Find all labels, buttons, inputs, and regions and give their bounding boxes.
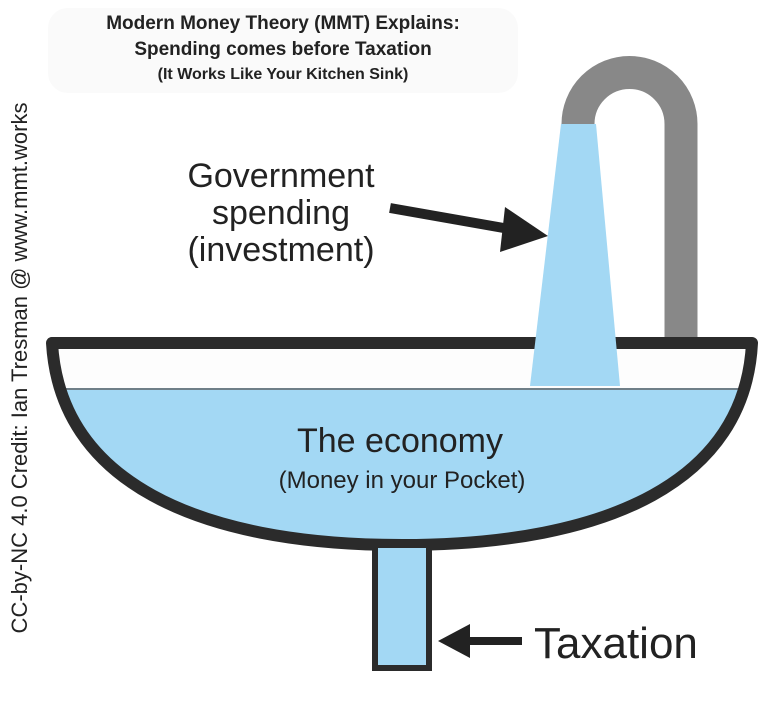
spending-label-line-3: (investment) <box>187 231 374 269</box>
title-line-3: (It Works Like Your Kitchen Sink) <box>158 66 409 83</box>
economy-label: The economy <box>297 422 503 460</box>
taxation-label: Taxation <box>534 619 698 668</box>
taxation-arrow-icon <box>438 624 522 658</box>
title-line-1: Modern Money Theory (MMT) Explains: <box>106 13 460 34</box>
title-line-2: Spending comes before Taxation <box>134 39 431 60</box>
spending-label-line-2: spending <box>212 194 350 232</box>
spending-arrow-icon <box>389 203 548 252</box>
economy-sublabel: (Money in your Pocket) <box>279 467 526 494</box>
title-background <box>48 8 518 93</box>
faucet-icon <box>561 56 698 342</box>
spending-label-line-1: Government <box>187 157 375 195</box>
drain-pipe <box>372 542 432 671</box>
credit-text: CC-by-NC 4.0 Credit: Ian Tresman @ www.m… <box>7 103 32 634</box>
water-stream <box>530 124 620 386</box>
